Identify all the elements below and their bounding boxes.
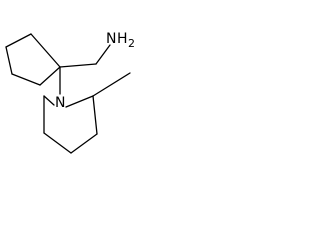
piperidine-nitrogen-label: N (55, 95, 65, 111)
bond-c6p-n (43, 95, 55, 106)
bond-ch2-n (95, 44, 111, 65)
amine-hydrogen-count: 2 (128, 37, 135, 50)
bond-c4-c5 (5, 33, 32, 48)
bond-c1-c2 (39, 66, 61, 86)
bond-c3-c4 (5, 46, 13, 75)
bond-c2-c3 (11, 73, 41, 86)
piperidine-ring (43, 95, 98, 154)
bond-c2p-c3p (92, 95, 98, 135)
bond-c3p-c4p (70, 133, 98, 154)
aminomethyl-group (59, 44, 111, 68)
bond-c5-c1 (30, 33, 61, 68)
bond-n-c2p (65, 95, 94, 108)
amine-nitrogen-label: N (106, 31, 116, 47)
amine-hydrogen-label: H (117, 31, 128, 47)
chemical-structure-diagram: N H 2 N (5, 31, 135, 154)
bond-methyl (92, 72, 131, 97)
cyclopentane-ring (5, 33, 61, 86)
bond-c4p-c5p (43, 132, 72, 154)
bond-c1-ch2 (59, 63, 97, 68)
